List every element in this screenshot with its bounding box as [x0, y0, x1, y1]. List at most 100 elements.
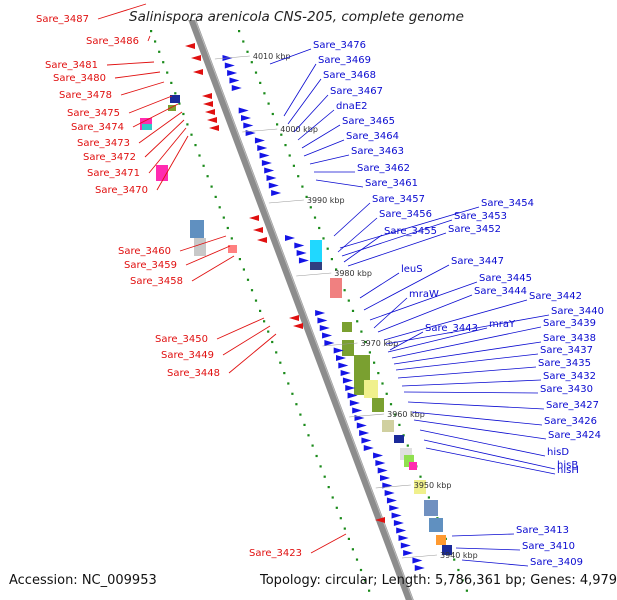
feature-block: [170, 95, 180, 103]
gc-skew-dots-left: [283, 372, 286, 375]
forward-gene-arrow: [377, 467, 388, 474]
right-leader-line: [303, 139, 345, 157]
gc-skew-dots-left: [347, 537, 350, 540]
reverse-gene-arrow: [253, 227, 263, 233]
right-leader-line: [395, 353, 539, 371]
right-gene-label: Sare_3462: [357, 163, 410, 174]
right-leader-line: [301, 124, 341, 149]
reverse-gene-arrow: [209, 125, 219, 131]
right-gene-label: hisH: [557, 465, 579, 476]
gc-skew-dots-left: [186, 123, 189, 126]
gc-skew-dots-right: [356, 320, 359, 323]
gc-skew-dots-right: [453, 558, 456, 561]
right-gene-label: Sare_3437: [540, 345, 593, 356]
forward-gene-arrow: [391, 512, 402, 519]
forward-gene-arrow: [345, 385, 356, 391]
gc-skew-dots-right: [284, 144, 287, 147]
right-gene-label: Sare_3445: [479, 273, 532, 284]
gc-skew-dots-right: [250, 61, 253, 64]
gc-skew-dots-right: [322, 237, 325, 240]
left-leader-line: [222, 325, 271, 356]
reverse-gene-arrow: [289, 315, 299, 321]
reverse-gene-arrow: [375, 517, 385, 523]
right-leader-line: [387, 327, 488, 353]
gc-skew-dots-left: [331, 496, 334, 499]
gc-skew-dots-right: [292, 164, 295, 167]
forward-gene-arrow: [315, 310, 326, 316]
kbp-tick-line: [214, 55, 250, 60]
kbp-tick-label: 3940 kbp: [440, 551, 478, 560]
forward-gene-arrow: [342, 377, 353, 384]
left-leader-line: [148, 127, 187, 174]
right-leader-line: [315, 179, 364, 188]
feature-block: [382, 420, 394, 432]
gc-skew-dots-left: [238, 258, 241, 261]
right-leader-line: [393, 341, 542, 365]
gc-skew-dots-left: [271, 340, 274, 344]
feature-block: [404, 455, 414, 467]
gc-skew-dots-left: [291, 392, 294, 395]
reverse-gene-arrow: [207, 117, 217, 123]
kbp-tick-label: 3980 kbp: [334, 269, 372, 278]
forward-gene-arrow: [333, 347, 344, 354]
right-gene-label: Sare_3426: [544, 416, 597, 427]
forward-gene-arrow: [359, 430, 370, 436]
forward-gene-arrow: [298, 257, 309, 264]
right-leader-line: [297, 109, 335, 141]
right-gene-label: Sare_3456: [379, 209, 432, 220]
forward-gene-arrow: [264, 167, 275, 174]
forward-gene-arrow: [322, 332, 333, 339]
left-leader-line: [156, 135, 189, 191]
gc-skew-dots-left: [166, 71, 169, 74]
gc-skew-dots-left: [194, 144, 197, 147]
left-leader-line: [310, 533, 347, 554]
kbp-tick-line: [242, 128, 278, 133]
gc-skew-dots-right: [461, 579, 464, 582]
feature-block: [342, 340, 354, 356]
forward-gene-arrow: [268, 182, 279, 189]
right-gene-label: Sare_3468: [323, 70, 376, 81]
right-gene-label: Sare_3409: [530, 557, 583, 568]
left-gene-label: Sare_3460: [118, 246, 171, 257]
kbp-tick-label: 3970 kbp: [361, 339, 399, 348]
forward-gene-arrow: [319, 325, 330, 331]
gc-skew-dots-left: [198, 154, 201, 157]
reverse-gene-arrow: [203, 101, 213, 107]
forward-gene-arrow: [266, 175, 277, 181]
gc-skew-dots-right: [259, 81, 262, 84]
right-gene-label: Sare_3465: [342, 116, 395, 127]
right-leader-line: [283, 63, 317, 117]
left-leader-line: [179, 235, 227, 252]
forward-gene-arrow: [238, 107, 249, 114]
right-leader-line: [455, 547, 521, 551]
kbp-tick-line: [268, 199, 304, 204]
forward-gene-arrow: [352, 407, 363, 414]
gc-skew-dots-right: [301, 185, 304, 188]
left-gene-label: Sare_3459: [124, 260, 177, 271]
right-leader-line: [425, 447, 556, 475]
left-leader-line: [97, 3, 147, 20]
left-leader-line: [185, 245, 231, 266]
right-gene-label: Sare_3410: [522, 541, 575, 552]
forward-gene-arrow: [259, 152, 270, 159]
gc-skew-dots-left: [319, 465, 322, 468]
right-gene-label: Sare_3455: [384, 226, 437, 237]
gc-skew-dots-right: [288, 154, 291, 157]
gc-skew-dots-right: [267, 102, 270, 105]
gc-skew-dots-right: [313, 216, 317, 219]
left-gene-label: Sare_3423: [249, 548, 302, 559]
right-leader-line: [383, 299, 528, 341]
gc-skew-dots-left: [250, 289, 254, 292]
gc-skew-dots-right: [271, 112, 274, 116]
gc-skew-dots-right: [347, 299, 350, 302]
gc-skew-dots-right: [246, 50, 249, 53]
kbp-tick-label: 3990 kbp: [307, 196, 345, 205]
gc-skew-dots-right: [381, 382, 384, 385]
right-gene-label: hisB: [557, 460, 578, 471]
reverse-gene-arrow: [193, 69, 203, 75]
gc-skew-dots-right: [427, 496, 430, 499]
feature-block: [194, 238, 206, 256]
gc-skew-dots-left: [311, 444, 314, 447]
feature-block: [310, 240, 322, 262]
gc-skew-dots-left: [287, 382, 290, 385]
